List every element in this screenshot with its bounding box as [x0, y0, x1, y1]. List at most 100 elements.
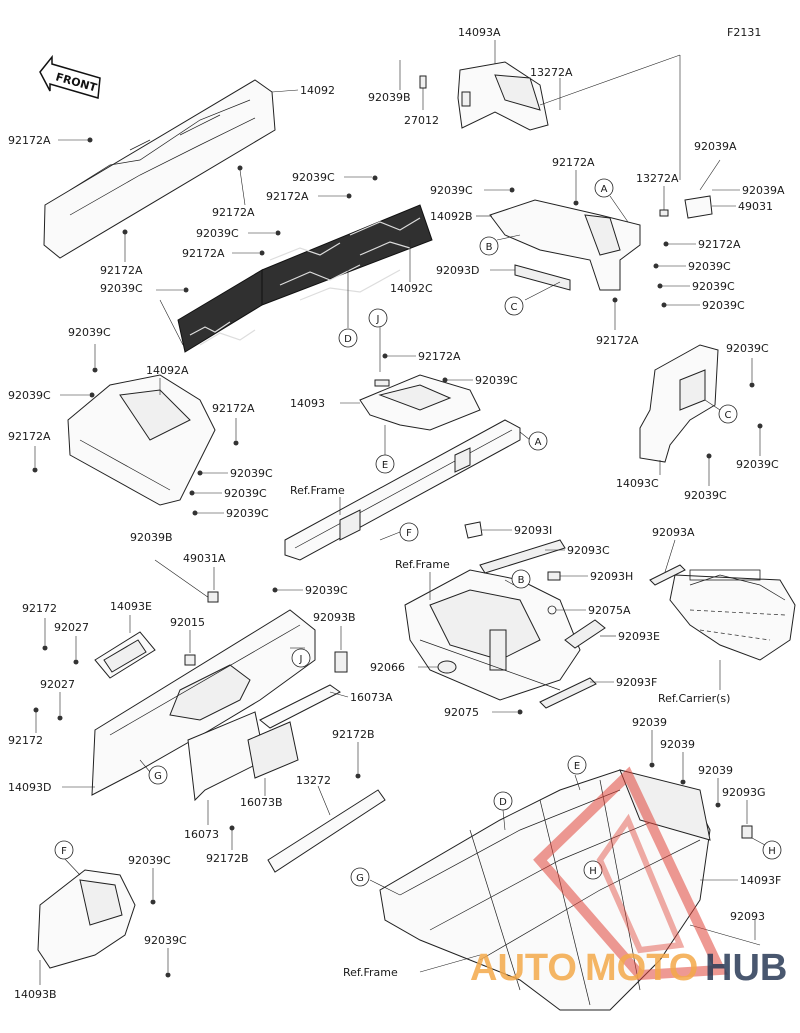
part-label: 92172A — [596, 334, 639, 347]
part-label: 92093C — [567, 544, 610, 557]
watermark-part3: HUB — [705, 947, 787, 989]
part-label: 92172A — [100, 264, 143, 277]
ref-label: Ref.Frame — [290, 484, 345, 497]
part-label: 92075A — [588, 604, 631, 617]
frame-rear — [379, 769, 711, 1011]
part-label: 14093 — [290, 397, 325, 410]
part-label: 92172B — [332, 728, 375, 741]
callout-circle — [368, 308, 388, 328]
part-label: 13272A — [530, 66, 573, 79]
part-label: 92039C — [692, 280, 735, 293]
part-label: 92039C — [688, 260, 731, 273]
part-label: 92093D — [436, 264, 479, 277]
part-label: 92039B — [368, 91, 411, 104]
part-label: 14093E — [110, 600, 152, 613]
part-label: 14093C — [616, 477, 659, 490]
part-label: 92172A — [8, 430, 51, 443]
part-label: 92027 — [54, 621, 89, 634]
callout-letter: C — [725, 410, 732, 421]
part-label: 92039C — [475, 374, 518, 387]
callout-circle — [493, 791, 513, 811]
part-label: 92039C — [305, 584, 348, 597]
part-label: 92039C — [100, 282, 143, 295]
watermark-logo: AUTO MOTO HUB — [470, 766, 787, 989]
part-label: 92039C — [8, 389, 51, 402]
frame-center — [404, 569, 581, 701]
panel-14093D — [91, 609, 316, 796]
bracket-14092B — [489, 199, 641, 291]
part-label: 13272A — [636, 172, 679, 185]
carrier — [669, 569, 796, 661]
panel-14093E — [94, 631, 156, 679]
part-label: 92039 — [660, 738, 695, 751]
part-label: 16073B — [240, 796, 283, 809]
part-label: 92172A — [212, 206, 255, 219]
part-label: 14093F — [740, 874, 781, 887]
part-label: 92039C — [196, 227, 239, 240]
watermark-part1: AUTO — [470, 947, 577, 989]
part-label: 92093H — [590, 570, 633, 583]
cover-14093C — [639, 344, 719, 463]
callout-letter: J — [299, 654, 303, 665]
floor-mat-14092C — [177, 204, 433, 353]
callout-circle — [504, 296, 524, 316]
part-label: 92172B — [206, 852, 249, 865]
tray-14093 — [359, 374, 481, 431]
part-label: 92039C — [230, 467, 273, 480]
callout-circle — [594, 178, 614, 198]
callout-circle — [399, 522, 419, 542]
callout-letter: F — [406, 528, 412, 539]
ref-label: Ref.Frame — [395, 558, 450, 571]
part-label: 92172A — [552, 156, 595, 169]
part-label: 92039C — [702, 299, 745, 312]
part-label: 92093I — [514, 524, 552, 537]
part-label: 92039B — [130, 531, 173, 544]
part-label: 92039A — [694, 140, 737, 153]
callout-letter: G — [356, 873, 364, 884]
part-label: 14093A — [458, 26, 501, 39]
part-label: 92039C — [224, 487, 267, 500]
panel-14092 — [43, 79, 276, 259]
callout-circle — [583, 860, 603, 880]
part-label: 14093D — [8, 781, 51, 794]
part-label: 92066 — [370, 661, 405, 674]
callout-letter: H — [589, 866, 597, 877]
part-label: 92172A — [698, 238, 741, 251]
part-label: 92093B — [313, 611, 356, 624]
callout-letter: E — [574, 761, 580, 772]
ref-label: Ref.Frame — [343, 966, 398, 979]
callout-circle — [567, 755, 587, 775]
callout-circle — [338, 328, 358, 348]
part-label: 92093E — [618, 630, 660, 643]
part-label: 14092 — [300, 84, 335, 97]
frame-crossmember — [284, 419, 521, 561]
part-label: 92172A — [418, 350, 461, 363]
part-label: 92093 — [730, 910, 765, 923]
part-label: 92039C — [144, 934, 187, 947]
part-label: 92039A — [742, 184, 785, 197]
part-label: 14092A — [146, 364, 189, 377]
callout-letter: D — [344, 334, 352, 345]
callout-letter: J — [376, 314, 380, 325]
part-label: 92039C — [68, 326, 111, 339]
part-label: 92027 — [40, 678, 75, 691]
part-label: 92039C — [684, 489, 727, 502]
callout-letter: E — [382, 460, 388, 471]
cover-14093B — [37, 869, 136, 969]
part-label: 92015 — [170, 616, 205, 629]
part-label: 27012 — [404, 114, 439, 127]
callout-letter: H — [768, 846, 776, 857]
duct-14093A — [457, 61, 549, 131]
part-label: 92039C — [726, 342, 769, 355]
callout-circle — [148, 765, 168, 785]
part-label: 92039C — [430, 184, 473, 197]
callout-circle — [375, 454, 395, 474]
callout-letter: C — [511, 302, 518, 313]
callout-circle — [718, 404, 738, 424]
part-label: 13272 — [296, 774, 331, 787]
part-label: 14092B — [430, 210, 473, 223]
callout-circle — [291, 648, 311, 668]
part-label: 92093F — [616, 676, 657, 689]
part-label: 92172A — [266, 190, 309, 203]
